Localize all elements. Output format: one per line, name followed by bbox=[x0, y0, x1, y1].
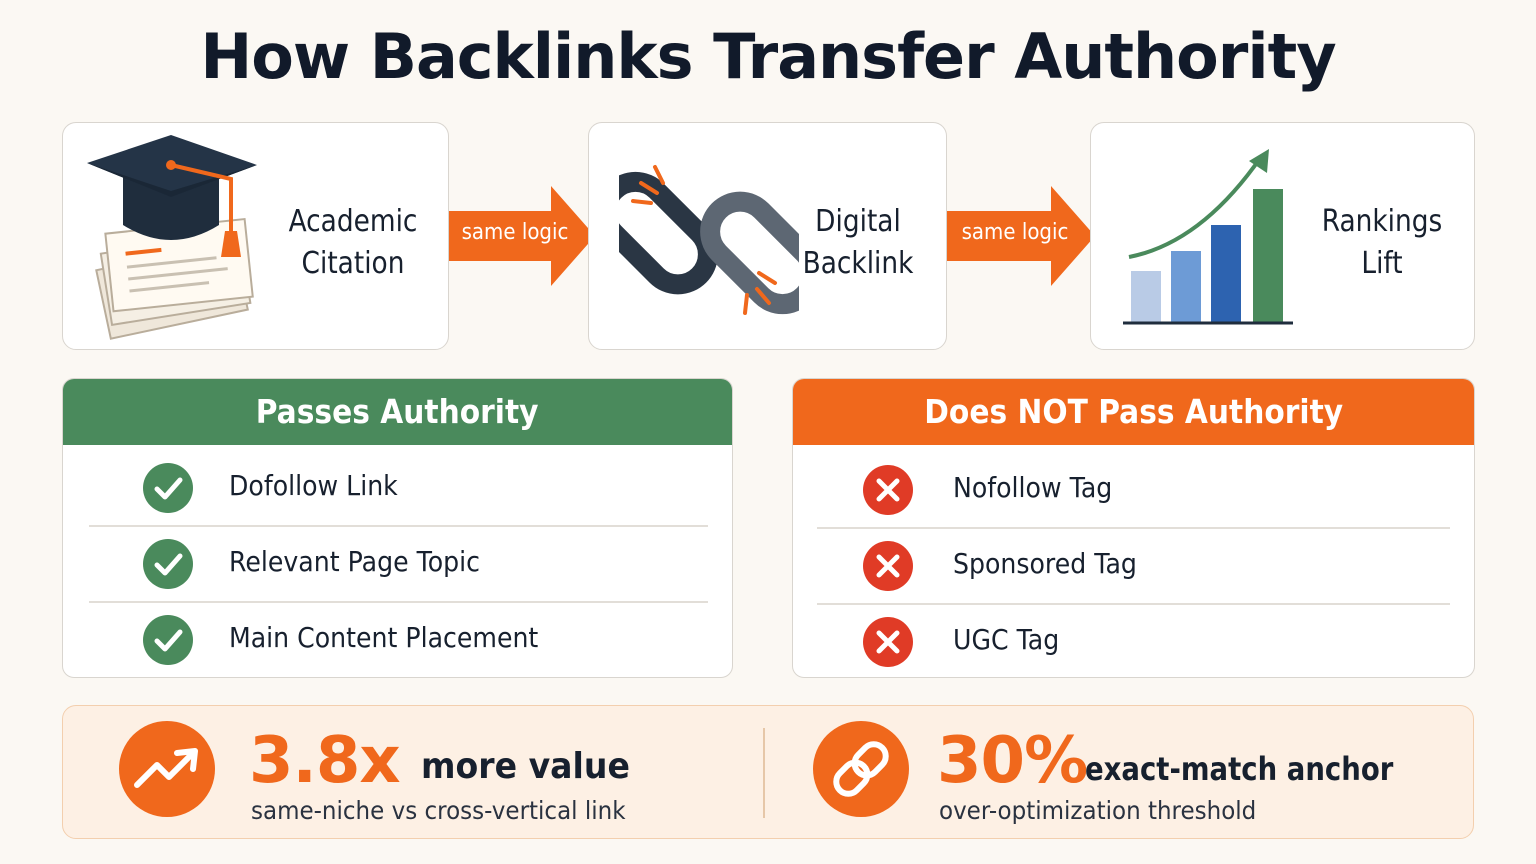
graduation-cap-icon bbox=[87, 135, 257, 340]
connector-label: same logic bbox=[961, 220, 1069, 245]
arrow-right-icon bbox=[449, 186, 595, 286]
flow-label-line1: Rankings bbox=[1321, 204, 1443, 239]
flow-card-digital-backlink: Digital Backlink bbox=[588, 122, 947, 350]
flow-card-academic-citation: Academic Citation bbox=[62, 122, 449, 350]
stat-unit: more value bbox=[421, 746, 630, 787]
list-item: Relevant Page Topic bbox=[63, 525, 732, 601]
page-title: How Backlinks Transfer Authority bbox=[200, 20, 1336, 93]
check-icon bbox=[143, 615, 193, 665]
flow-label-line1: Digital bbox=[815, 204, 901, 239]
flow-label-line2: Backlink bbox=[802, 246, 914, 281]
stat-caption: same-niche vs cross-vertical link bbox=[251, 796, 626, 825]
list-item: Main Content Placement bbox=[63, 601, 732, 677]
x-icon bbox=[863, 465, 913, 515]
link-icon bbox=[813, 721, 909, 817]
check-icon bbox=[143, 539, 193, 589]
list-item-label: Dofollow Link bbox=[229, 469, 398, 502]
stat-value: 30% bbox=[937, 724, 1088, 798]
list-item-label: Nofollow Tag bbox=[953, 471, 1113, 504]
not-pass-authority-header: Does NOT Pass Authority bbox=[793, 379, 1474, 445]
passes-authority-header: Passes Authority bbox=[63, 379, 732, 445]
stats-banner: 3.8x more value same-niche vs cross-vert… bbox=[62, 705, 1474, 839]
flow-card-rankings-lift: Rankings Lift bbox=[1090, 122, 1475, 350]
list-item: Sponsored Tag bbox=[793, 527, 1474, 603]
divider bbox=[89, 525, 708, 527]
flow-label-line2: Lift bbox=[1361, 246, 1403, 281]
x-icon bbox=[863, 617, 913, 667]
stat-unit: exact-match anchor bbox=[1085, 750, 1394, 788]
list-item-label: Sponsored Tag bbox=[953, 547, 1137, 580]
divider bbox=[89, 601, 708, 603]
list-item-label: Main Content Placement bbox=[229, 621, 539, 654]
flow-label-line1: Academic bbox=[288, 204, 418, 239]
stat-value: 3.8x bbox=[249, 724, 401, 798]
stats-divider bbox=[763, 728, 765, 818]
list-item-label: Relevant Page Topic bbox=[229, 545, 481, 578]
divider bbox=[817, 603, 1450, 605]
bar-chart-growth-icon bbox=[1123, 149, 1293, 325]
trend-up-icon bbox=[119, 721, 215, 817]
passes-authority-panel: Passes Authority Dofollow Link Relevant … bbox=[62, 378, 733, 678]
flow-label-line2: Citation bbox=[301, 246, 405, 281]
list-item-label: UGC Tag bbox=[953, 623, 1060, 656]
not-pass-authority-panel: Does NOT Pass Authority Nofollow Tag Spo… bbox=[792, 378, 1475, 678]
list-item: UGC Tag bbox=[793, 603, 1474, 677]
divider bbox=[817, 527, 1450, 529]
stat-caption: over-optimization threshold bbox=[939, 796, 1257, 825]
list-item: Dofollow Link bbox=[63, 449, 732, 525]
arrow-right-icon bbox=[947, 186, 1095, 286]
connector-label: same logic bbox=[461, 220, 569, 245]
x-icon bbox=[863, 541, 913, 591]
list-item: Nofollow Tag bbox=[793, 451, 1474, 527]
check-icon bbox=[143, 463, 193, 513]
chain-link-icon bbox=[619, 165, 799, 315]
